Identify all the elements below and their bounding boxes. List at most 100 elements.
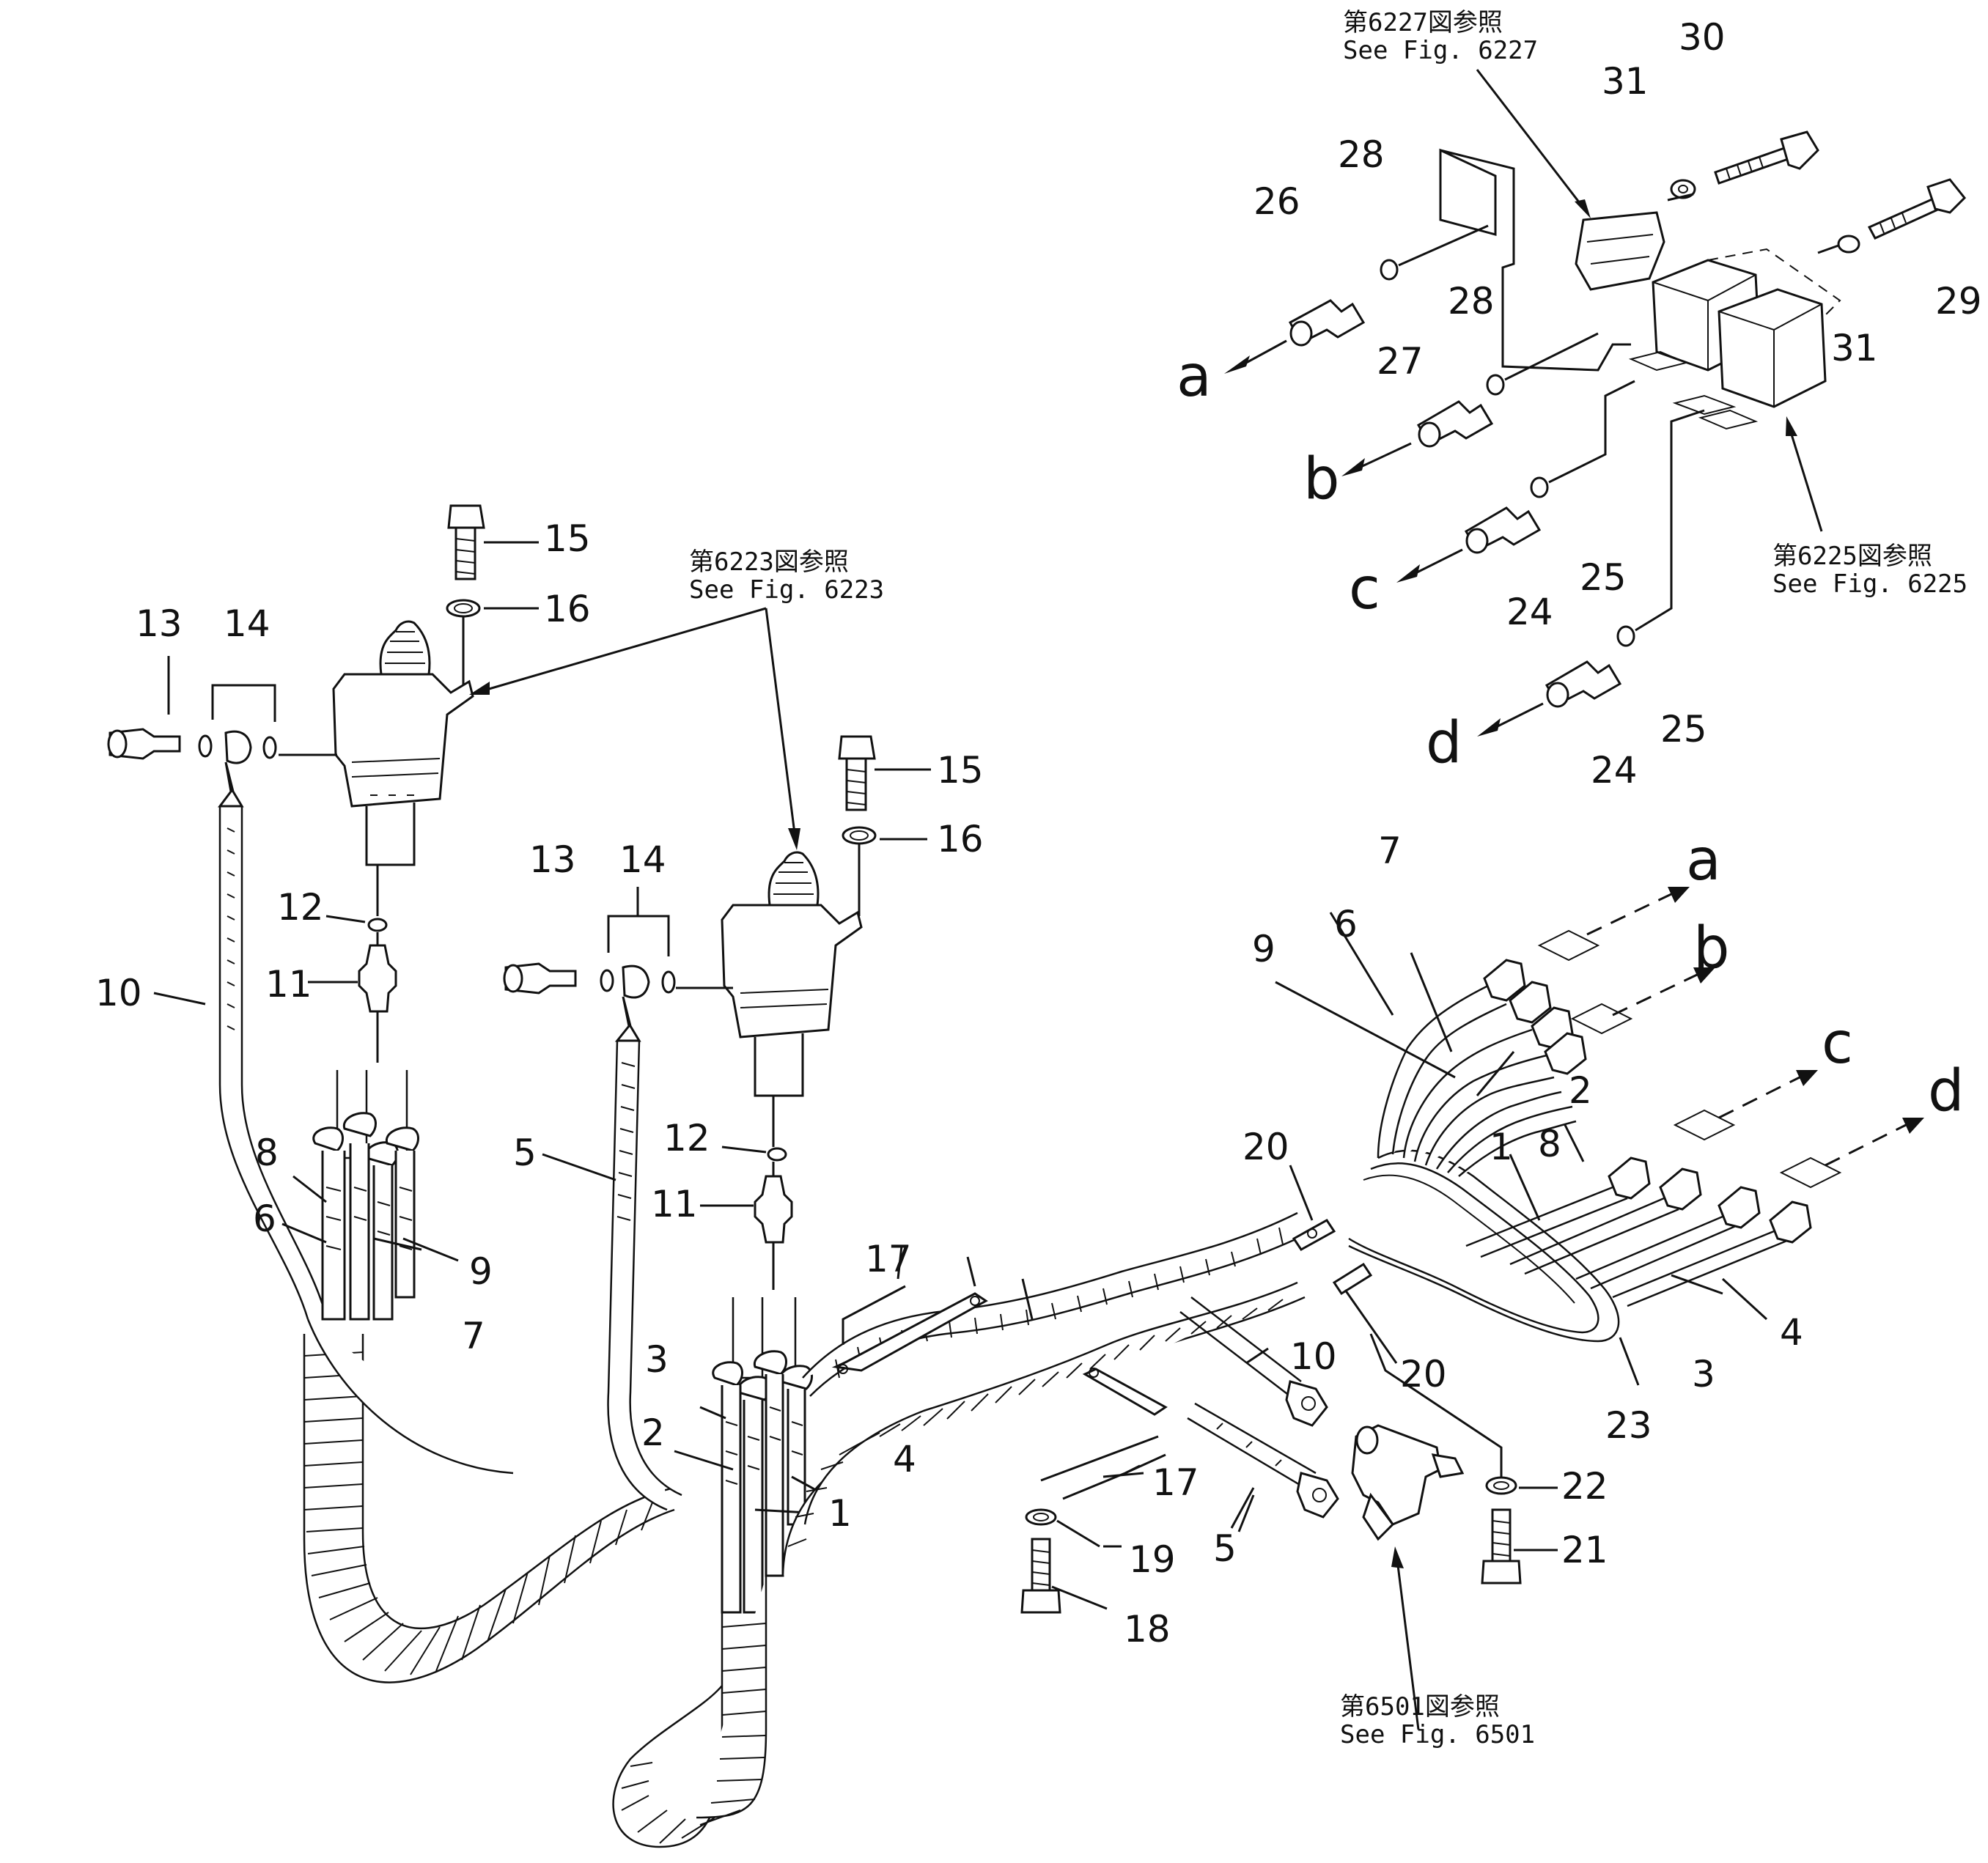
label-4-mid: 4 bbox=[893, 1438, 916, 1480]
label-9-left: 9 bbox=[469, 1250, 493, 1293]
bolt-15-left bbox=[447, 504, 485, 580]
letter-a-right: a bbox=[1686, 827, 1721, 893]
washer-19 bbox=[1025, 1508, 1057, 1526]
oring-25-d bbox=[1616, 625, 1635, 647]
label-23: 23 bbox=[1605, 1404, 1652, 1447]
label-9-right: 9 bbox=[1252, 928, 1275, 970]
valve-block-assembly bbox=[1439, 148, 1841, 430]
label-24-c: 24 bbox=[1506, 591, 1553, 633]
bolt-21 bbox=[1481, 1508, 1522, 1585]
arrow-d-right bbox=[1825, 1118, 1924, 1167]
ref-6225-en: See Fig. 6225 bbox=[1772, 569, 1967, 599]
washer-22 bbox=[1485, 1476, 1517, 1495]
label-12-right: 12 bbox=[663, 1117, 710, 1159]
label-2-mid: 2 bbox=[641, 1412, 665, 1454]
label-13-left: 13 bbox=[136, 602, 183, 645]
label-6-left: 6 bbox=[253, 1198, 276, 1240]
label-21: 21 bbox=[1561, 1529, 1608, 1571]
oring-14a-left bbox=[198, 734, 213, 758]
leader-6225 bbox=[1787, 424, 1823, 532]
spiral-sleeve-bottom-loop bbox=[612, 1576, 767, 1848]
label-11-left: 11 bbox=[265, 963, 312, 1006]
bolt-30 bbox=[1714, 130, 1819, 185]
leader-6501 bbox=[1395, 1553, 1420, 1730]
leader-6223-right bbox=[765, 608, 797, 840]
label-18: 18 bbox=[1124, 1608, 1171, 1650]
fitting-24-c bbox=[1464, 506, 1542, 554]
label-16-right: 16 bbox=[937, 818, 984, 860]
ref-6501-jp: 第6501図参照 bbox=[1340, 1692, 1500, 1722]
letter-b-top: b bbox=[1303, 446, 1340, 512]
letter-a-top: a bbox=[1177, 344, 1212, 410]
letter-d-right: d bbox=[1928, 1058, 1965, 1124]
label-10-left: 10 bbox=[95, 972, 142, 1014]
pilot-valve-right bbox=[721, 851, 863, 1097]
clamp-17-bottom bbox=[1040, 1368, 1168, 1482]
oring-12-left bbox=[367, 918, 388, 932]
fitting-11-left bbox=[358, 944, 397, 1013]
ref-6501-en: See Fig. 6501 bbox=[1340, 1720, 1535, 1749]
oring-14a-right bbox=[600, 969, 614, 992]
banjo-eye-14-left bbox=[224, 730, 252, 764]
hose-ends-ab bbox=[1483, 959, 1587, 1075]
arrow-d-top bbox=[1477, 702, 1544, 737]
label-1-mid: 1 bbox=[828, 1492, 852, 1535]
label-7-right: 7 bbox=[1378, 830, 1402, 872]
bolt-29 bbox=[1867, 178, 1967, 240]
arrow-c-top bbox=[1396, 548, 1463, 583]
label-26: 26 bbox=[1253, 180, 1300, 223]
hose-bundle-left bbox=[312, 1070, 419, 1321]
washer-16-right bbox=[842, 826, 877, 845]
label-20-b: 20 bbox=[1400, 1353, 1447, 1395]
clamp-20-b bbox=[1332, 1262, 1373, 1296]
ref-6223-en: See Fig. 6223 bbox=[689, 575, 884, 605]
hose-bundle-right bbox=[1348, 984, 1789, 1343]
arrow-a-top bbox=[1224, 339, 1287, 374]
leader-6227 bbox=[1476, 69, 1588, 213]
label-17-bottom: 17 bbox=[1152, 1461, 1199, 1504]
label-4-right: 4 bbox=[1780, 1311, 1803, 1354]
label-1-right: 1 bbox=[1490, 1126, 1513, 1168]
hose-ends-cd bbox=[1608, 1156, 1812, 1244]
label-5-left: 5 bbox=[513, 1132, 537, 1174]
label-16-left: 16 bbox=[544, 588, 591, 630]
leader-6223-left bbox=[476, 607, 767, 694]
spiral-sleeve-center bbox=[781, 1281, 1306, 1576]
letter-d-top: d bbox=[1426, 710, 1462, 776]
clamp-20-a bbox=[1292, 1219, 1336, 1251]
pilot-valve-left bbox=[332, 620, 474, 866]
oring-28-top bbox=[1380, 259, 1399, 281]
label-25-c: 25 bbox=[1580, 556, 1627, 599]
fitting-26 bbox=[1288, 299, 1366, 347]
label-28-mid: 28 bbox=[1448, 280, 1495, 322]
oring-25-c bbox=[1530, 476, 1549, 498]
bracket-14-right bbox=[607, 915, 670, 956]
label-15-right: 15 bbox=[937, 749, 984, 792]
label-31-right: 31 bbox=[1831, 327, 1878, 369]
banjo-bolt-13-left bbox=[107, 728, 181, 760]
label-8-left: 8 bbox=[255, 1132, 279, 1174]
label-25-d: 25 bbox=[1660, 708, 1707, 750]
label-15-left: 15 bbox=[544, 517, 591, 560]
label-19: 19 bbox=[1129, 1538, 1176, 1581]
label-7-left: 7 bbox=[462, 1315, 485, 1357]
oring-14b-right bbox=[661, 970, 676, 994]
fitting-11-right bbox=[754, 1175, 793, 1244]
bolt-18 bbox=[1020, 1538, 1061, 1614]
letter-c-right: c bbox=[1822, 1011, 1853, 1077]
fitting-27 bbox=[1416, 400, 1494, 448]
label-10-right: 10 bbox=[1290, 1335, 1337, 1378]
elbow-fitting-6501 bbox=[1351, 1424, 1465, 1541]
label-17-top: 17 bbox=[865, 1238, 912, 1280]
letter-c-top: c bbox=[1349, 556, 1380, 622]
banjo-bolt-13-right bbox=[503, 962, 577, 995]
arrow-b-top bbox=[1341, 442, 1412, 476]
label-2-right: 2 bbox=[1569, 1069, 1592, 1112]
label-11-right: 11 bbox=[651, 1183, 698, 1225]
ref-6225-jp: 第6225図参照 bbox=[1772, 542, 1932, 571]
hose-10-right-end bbox=[1179, 1296, 1328, 1427]
arrow-a-right bbox=[1586, 887, 1690, 936]
label-14-right: 14 bbox=[619, 838, 666, 881]
label-3-mid: 3 bbox=[645, 1338, 669, 1381]
